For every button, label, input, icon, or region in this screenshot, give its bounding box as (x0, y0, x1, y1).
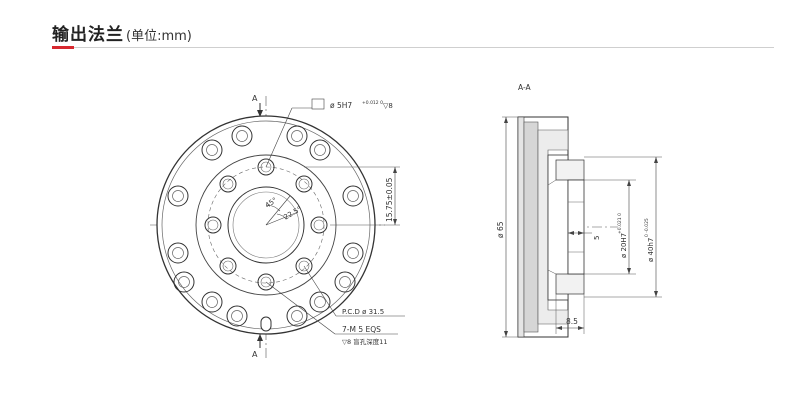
section-title: A-A (518, 83, 532, 92)
threaded-hole (219, 175, 237, 193)
center-bore-chamfer (232, 191, 300, 259)
dim-outer-label: ø 65 (496, 221, 505, 238)
outer-hole (309, 291, 331, 313)
threaded-hole (295, 257, 313, 275)
threaded-hole-group (204, 158, 328, 291)
section-profile (517, 116, 585, 338)
locating-slot (260, 316, 272, 332)
outer-hole (167, 242, 189, 264)
thread-leader (265, 281, 336, 335)
threaded-hole (257, 273, 275, 291)
angle-arc-1 (265, 204, 281, 212)
section-view: A-A ø 65 ø 20H7 (496, 83, 662, 338)
center-bore (227, 186, 305, 264)
outer-hole (286, 305, 308, 327)
outer-hole (342, 242, 364, 264)
dim-inner-label: ø 20H7 (620, 233, 628, 258)
outer-hole (173, 271, 195, 293)
thread-depth-label: ▽8 盲孔深度11 (342, 337, 387, 346)
dim-arrow (393, 219, 397, 225)
threaded-hole (295, 175, 313, 193)
bore-callout: ø 5H7 (330, 101, 352, 110)
dim-arrow (627, 180, 631, 186)
dim-arrow (627, 268, 631, 274)
section-marker-top: A (252, 94, 258, 103)
section-marker-bottom: A (252, 350, 258, 359)
dim-width-label: 8.5 (566, 317, 578, 326)
outer-hole (309, 139, 331, 161)
bore-symbol-box (311, 98, 325, 110)
dim-arrow (556, 326, 562, 330)
section-title: 输出法兰(单位:mm) (52, 20, 192, 45)
dim-arrow (654, 157, 658, 163)
outer-hole (167, 185, 189, 207)
outer-hole (201, 291, 223, 313)
dim-vertical-label: 15.75±0.05 (385, 177, 394, 222)
dim-small-label: 5 (593, 236, 601, 240)
outer-hole (286, 125, 308, 147)
threaded-hole (204, 216, 222, 234)
pcd-leader (303, 265, 337, 317)
threaded-hole (310, 216, 328, 234)
outer-hole (231, 125, 253, 147)
dim-arrow (568, 231, 574, 235)
outer-hole (226, 305, 248, 327)
dim-arrow (578, 231, 584, 235)
outer-hole-group (167, 125, 364, 327)
section-arrow-bottom (257, 334, 263, 341)
bore-depth: ▽8 (383, 102, 393, 110)
dim-arrow (504, 117, 508, 123)
dim-arrow (504, 331, 508, 337)
title-accent-bar (52, 46, 74, 49)
dim-arrow (578, 326, 584, 330)
dim-pilot-tolerance: 0 -0.025 (644, 218, 650, 237)
dim-arrow (393, 167, 397, 173)
bore-leader (265, 107, 293, 168)
page-header: 输出法兰(单位:mm) (0, 0, 808, 52)
outer-hole (334, 271, 356, 293)
front-view: A A (150, 94, 405, 359)
dim-inner-tolerance: +0.021 0 (617, 213, 623, 234)
angle-line-2 (265, 211, 299, 226)
angle-arc-2 (276, 213, 287, 220)
section-title-text: 输出法兰 (52, 25, 124, 45)
angle-line-1 (265, 195, 291, 226)
title-divider (74, 47, 774, 48)
threaded-hole (257, 158, 275, 176)
thread-label: 7-M 5 EQS (342, 325, 381, 334)
dim-pilot-label: ø 40h7 (647, 238, 655, 262)
pcd-label: P.C.D ø 31.5 (342, 308, 384, 316)
bore-tolerance: +0.012 0 (362, 100, 383, 106)
outer-hole (342, 185, 364, 207)
threaded-hole (219, 257, 237, 275)
dim-arrow (654, 291, 658, 297)
section-arrow-top (257, 110, 263, 117)
unit-label: (单位:mm) (126, 29, 192, 44)
outer-hole (201, 139, 223, 161)
